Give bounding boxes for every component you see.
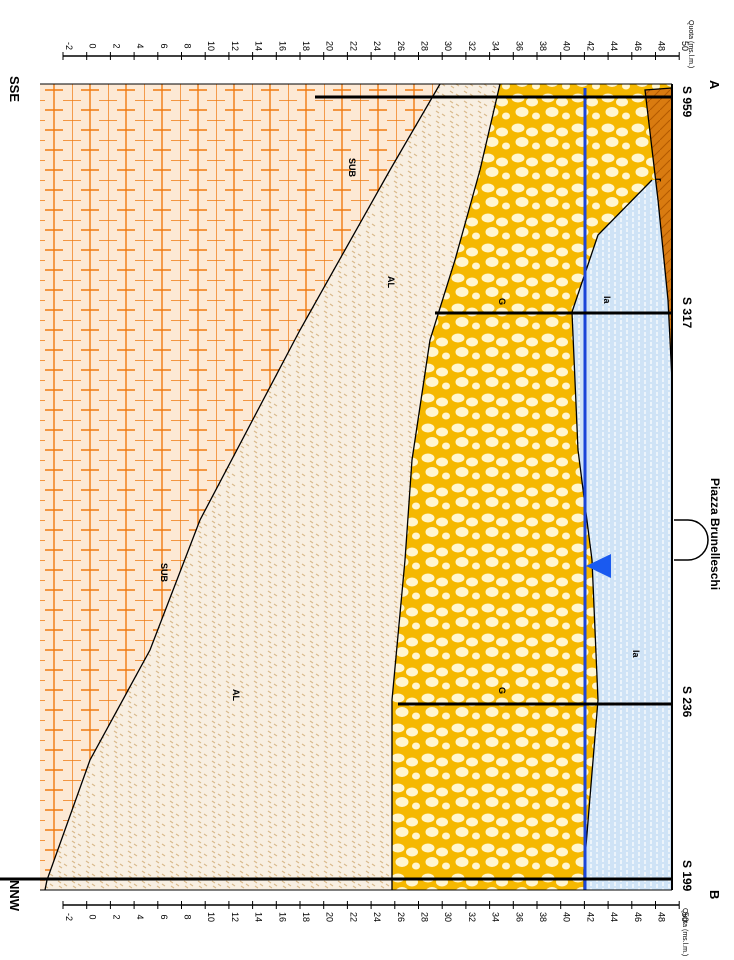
- axis-tick-label: 32: [467, 912, 477, 922]
- axis-tick-label: 16: [277, 912, 287, 922]
- boreholes: [0, 95, 672, 881]
- axis-tick-label: 46: [633, 912, 643, 922]
- unit-label-sub-2: SUB: [159, 563, 169, 583]
- section-end-b: B: [707, 890, 722, 899]
- axis-tick-label: 36: [514, 912, 524, 922]
- unit-label-la-2: la: [631, 650, 641, 659]
- axis-tick-label: 8: [183, 914, 193, 919]
- unit-label-g-2: G: [497, 687, 507, 694]
- axis-tick-label: 20: [325, 912, 335, 922]
- axis-tick-label: 6: [159, 914, 169, 919]
- axis-tick-label: 30: [443, 912, 453, 922]
- axis-tick-label: 40: [562, 912, 572, 922]
- water-table-marker: [586, 554, 611, 578]
- axis-tick-label: 2: [111, 914, 121, 919]
- fill-layer: [645, 88, 672, 380]
- axis-tick-label: 44: [609, 41, 619, 51]
- axis-tick-label: -2: [64, 913, 74, 921]
- axis-tick-label: 32: [467, 41, 477, 51]
- axis-tick-label: 34: [491, 912, 501, 922]
- axis-tick-label: 44: [609, 912, 619, 922]
- axis-tick-label: 48: [657, 912, 667, 922]
- axis-tick-label: 30: [443, 41, 453, 51]
- axis-tick-label: 34: [491, 41, 501, 51]
- well-label-s959: S 959: [680, 86, 694, 118]
- axis-tick-label: 10: [206, 41, 216, 51]
- axis-tick-label: -2: [64, 42, 74, 50]
- well-label-s317: S 317: [680, 297, 694, 329]
- axis-tick-label: 4: [135, 43, 145, 48]
- axis-tick-label: 4: [135, 914, 145, 919]
- unit-label-g-1: G: [497, 298, 507, 305]
- axis-tick-label: 38: [538, 912, 548, 922]
- direction-sse: SSE: [7, 76, 22, 102]
- axis-tick-label: 6: [159, 43, 169, 48]
- axis-tick-label: 12: [230, 912, 240, 922]
- section-end-a: A: [707, 80, 722, 90]
- axis-tick-label: 50: [680, 912, 690, 922]
- axis-tick-label: 16: [277, 41, 287, 51]
- church-icon: [674, 519, 709, 561]
- unit-label-al-2: AL: [231, 689, 241, 701]
- unit-label-sub-1: SUB: [347, 158, 357, 178]
- axis-tick-label: 20: [325, 41, 335, 51]
- alluvial-clay-layer: [45, 84, 500, 890]
- axis-tick-label: 0: [88, 43, 98, 48]
- contact-al-g: [391, 83, 501, 890]
- axis-tick-label: 22: [348, 41, 358, 51]
- axis-tick-label: 12: [230, 41, 240, 51]
- axis-tick-label: 18: [301, 41, 311, 51]
- axis-tick-label: 48: [657, 41, 667, 51]
- place-label: Piazza Brunelleschi: [708, 478, 722, 590]
- axis-tick-label: 26: [396, 41, 406, 51]
- strata-layers: [40, 84, 672, 890]
- well-label-s199: S 199: [680, 860, 694, 892]
- axis-tick-label: 24: [372, 41, 382, 51]
- unit-label-al-1: AL: [386, 276, 396, 288]
- axis-tick-label: 10: [206, 912, 216, 922]
- axis-tick-label: 14: [254, 912, 264, 922]
- axis-tick-label: 50: [680, 41, 690, 51]
- axis-tick-label: 2: [111, 43, 121, 48]
- contact-fill: [644, 87, 673, 381]
- axis-tick-label: 40: [562, 41, 572, 51]
- direction-nnw: NNW: [7, 880, 22, 912]
- axis-tick-label: 28: [420, 41, 430, 51]
- axis-tick-label: 36: [514, 41, 524, 51]
- axis-tick-label: 28: [420, 912, 430, 922]
- well-label-s236: S 236: [680, 686, 694, 718]
- axis-tick-label: 42: [585, 912, 595, 922]
- substrate-layer: [40, 84, 440, 890]
- contact-sub-al: [44, 83, 441, 891]
- axis-title-right: Quota (ms.l.m.): [681, 908, 688, 956]
- axis-tick-label: 18: [301, 912, 311, 922]
- unit-label-la-1: la: [602, 296, 612, 305]
- axis-tick-label: 22: [348, 912, 358, 922]
- axis-tick-label: 42: [585, 41, 595, 51]
- axis-tick-label: 24: [372, 912, 382, 922]
- axis-tick-label: 38: [538, 41, 548, 51]
- axis-title-left: Quota (ms.l.m.): [687, 20, 694, 68]
- axis-tick-label: 26: [396, 912, 406, 922]
- axis-tick-label: 0: [88, 914, 98, 919]
- axis-tick-label: 46: [633, 41, 643, 51]
- axis-tick-label: 8: [183, 43, 193, 48]
- unit-label-r: r: [654, 178, 664, 182]
- axis-tick-label: 14: [254, 41, 264, 51]
